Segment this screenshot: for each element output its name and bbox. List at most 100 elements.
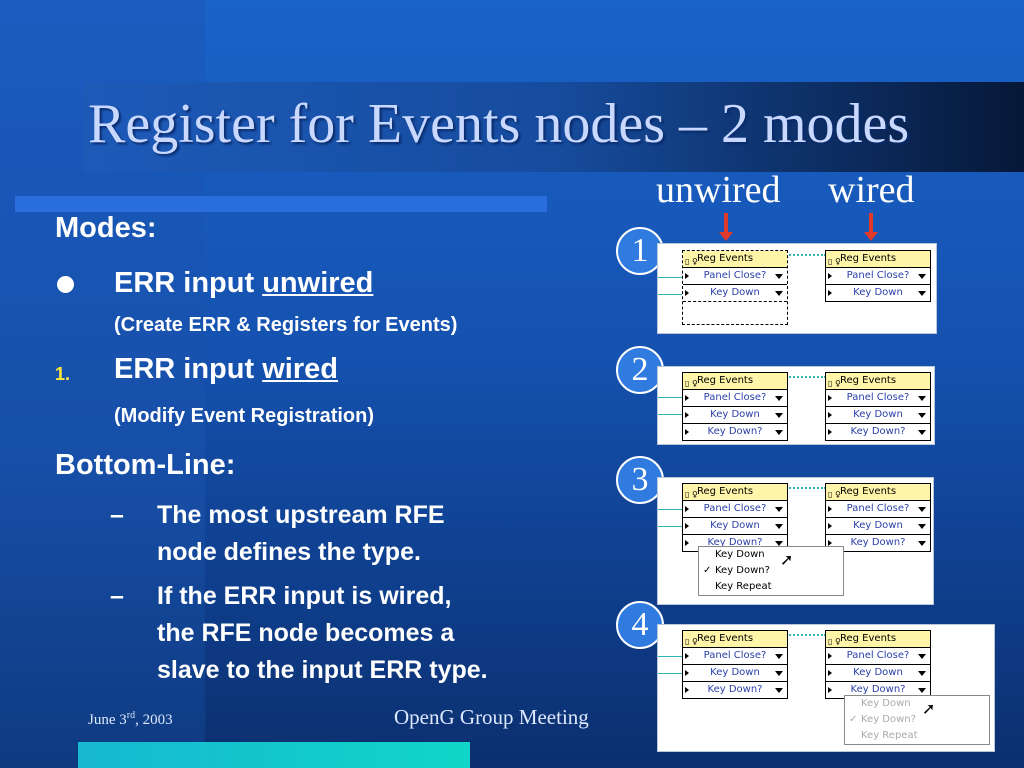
node-icon: ▯ ♀	[828, 490, 841, 499]
mode-unwired: ERR input unwired	[114, 267, 374, 299]
node-row: Key Down?	[826, 534, 930, 551]
menu-item: Key Repeat	[861, 730, 918, 741]
mouse-cursor-icon: ➚	[780, 552, 794, 569]
wire	[658, 673, 682, 674]
example-panel-3: ▯ ♀Reg Events Panel Close? Key Down Key …	[657, 477, 934, 605]
wire	[658, 509, 682, 510]
node-row: Key Down?	[826, 423, 930, 440]
point-1-line-2: node defines the type.	[157, 538, 421, 566]
node-header: ▯ ♀Reg Events	[826, 251, 930, 267]
modes-heading: Modes:	[55, 212, 157, 244]
slide-title: Register for Events nodes – 2 modes	[88, 93, 910, 155]
node-row: Key Down	[826, 664, 930, 681]
node-row: Key Down?	[683, 423, 787, 440]
node-icon: ▯ ♀	[685, 637, 698, 646]
node-header: ▯ ♀Reg Events	[683, 484, 787, 500]
rfe-node-unwired: ▯ ♀Reg Events Panel Close? Key Down	[682, 250, 788, 325]
event-type-menu-disabled: Key Down ✓Key Down? Key Repeat	[844, 695, 990, 745]
menu-item-checked: ✓Key Down?	[845, 712, 989, 728]
node-row: Key Down	[683, 664, 787, 681]
rfe-node-wired: ▯ ♀Reg Events Panel Close? Key Down Key …	[825, 372, 931, 441]
point-2-line-3: slave to the input ERR type.	[157, 656, 488, 684]
node-row: Key Down	[826, 284, 930, 301]
example-panel-4: ▯ ♀Reg Events Panel Close? Key Down Key …	[657, 624, 995, 752]
node-row: Key Down	[683, 284, 787, 301]
node-row: Key Down?	[683, 681, 787, 698]
footer-title: OpenG Group Meeting	[394, 705, 589, 729]
node-resize-area	[683, 301, 787, 324]
menu-item: Key Down	[861, 698, 911, 709]
node-icon: ▯ ♀	[828, 637, 841, 646]
node-row: Key Down	[826, 406, 930, 423]
node-row: Panel Close?	[683, 500, 787, 517]
node-header: ▯ ♀Reg Events	[683, 373, 787, 389]
check-icon: ✓	[849, 714, 858, 725]
node-header: ▯ ♀Reg Events	[683, 251, 787, 267]
footer-date: June 3rd, 2003	[88, 710, 173, 728]
mode-wired: ERR input wired	[114, 353, 338, 385]
node-row: Panel Close?	[683, 267, 787, 284]
wire	[658, 397, 682, 398]
step-4-badge: 4	[616, 601, 664, 649]
node-row: Panel Close?	[826, 647, 930, 664]
wire	[786, 634, 826, 636]
label-wired: wired	[828, 169, 915, 211]
wire	[786, 487, 826, 489]
node-row: Panel Close?	[683, 389, 787, 406]
bottom-bar	[78, 742, 470, 768]
bottom-line-heading: Bottom-Line:	[55, 449, 236, 481]
mouse-cursor-icon: ➚	[922, 701, 936, 718]
rfe-node-wired: ▯ ♀Reg Events Panel Close? Key Down Key …	[825, 630, 931, 699]
divider-bar	[15, 196, 547, 212]
mode-number: 1.	[55, 364, 71, 384]
node-header: ▯ ♀Reg Events	[826, 373, 930, 389]
wire	[658, 656, 682, 657]
node-row: Key Down	[683, 517, 787, 534]
node-row: Key Down	[826, 517, 930, 534]
mode-wired-note: (Modify Event Registration)	[114, 405, 375, 427]
step-2-badge: 2	[616, 346, 664, 394]
arrow-down-icon	[719, 213, 733, 241]
node-header: ▯ ♀Reg Events	[826, 631, 930, 647]
bullet-dot-icon	[57, 276, 74, 293]
node-icon: ▯ ♀	[828, 379, 841, 388]
point-2-line-1: If the ERR input is wired,	[157, 582, 452, 610]
node-row: Panel Close?	[826, 389, 930, 406]
label-unwired: unwired	[656, 169, 781, 211]
node-header: ▯ ♀Reg Events	[826, 484, 930, 500]
arrow-down-icon	[864, 213, 878, 241]
node-row: Panel Close?	[826, 267, 930, 284]
wire	[786, 254, 826, 256]
point-1-line-1: The most upstream RFE	[157, 501, 445, 529]
title-band	[84, 82, 1024, 172]
step-1-badge: 1	[616, 227, 664, 275]
rfe-node-unwired: ▯ ♀Reg Events Panel Close? Key Down Key …	[682, 630, 788, 699]
wire	[786, 376, 826, 378]
example-panel-2: ▯ ♀Reg Events Panel Close? Key Down Key …	[657, 366, 935, 445]
menu-item[interactable]: Key Down	[715, 549, 765, 560]
node-icon: ▯ ♀	[685, 379, 698, 388]
point-2-line-2: the RFE node becomes a	[157, 619, 455, 647]
event-type-menu: Key Down ✓Key Down? Key Repeat	[698, 546, 844, 596]
rfe-node-wired: ▯ ♀Reg Events Panel Close? Key Down	[825, 250, 931, 302]
node-icon: ▯ ♀	[685, 490, 698, 499]
wire	[658, 294, 682, 295]
menu-item-checked[interactable]: ✓Key Down?	[699, 563, 843, 579]
menu-item[interactable]: Key Repeat	[715, 581, 772, 592]
node-row: Panel Close?	[826, 500, 930, 517]
wire	[658, 277, 682, 278]
node-icon: ▯ ♀	[685, 257, 698, 266]
node-icon: ▯ ♀	[828, 257, 841, 266]
node-row: Key Down?	[683, 534, 787, 551]
node-row: Panel Close?	[683, 647, 787, 664]
example-panel-1: ▯ ♀Reg Events Panel Close? Key Down ▯ ♀R…	[657, 243, 937, 334]
check-icon: ✓	[703, 565, 712, 576]
dash-bullet: –	[110, 501, 124, 529]
rfe-node-unwired: ▯ ♀Reg Events Panel Close? Key Down Key …	[682, 372, 788, 441]
node-row: Key Down	[683, 406, 787, 423]
wire	[658, 414, 682, 415]
mode-unwired-note: (Create ERR & Registers for Events)	[114, 314, 458, 336]
rfe-node-wired: ▯ ♀Reg Events Panel Close? Key Down Key …	[825, 483, 931, 552]
rfe-node-unwired: ▯ ♀Reg Events Panel Close? Key Down Key …	[682, 483, 788, 552]
dash-bullet: –	[110, 582, 124, 610]
